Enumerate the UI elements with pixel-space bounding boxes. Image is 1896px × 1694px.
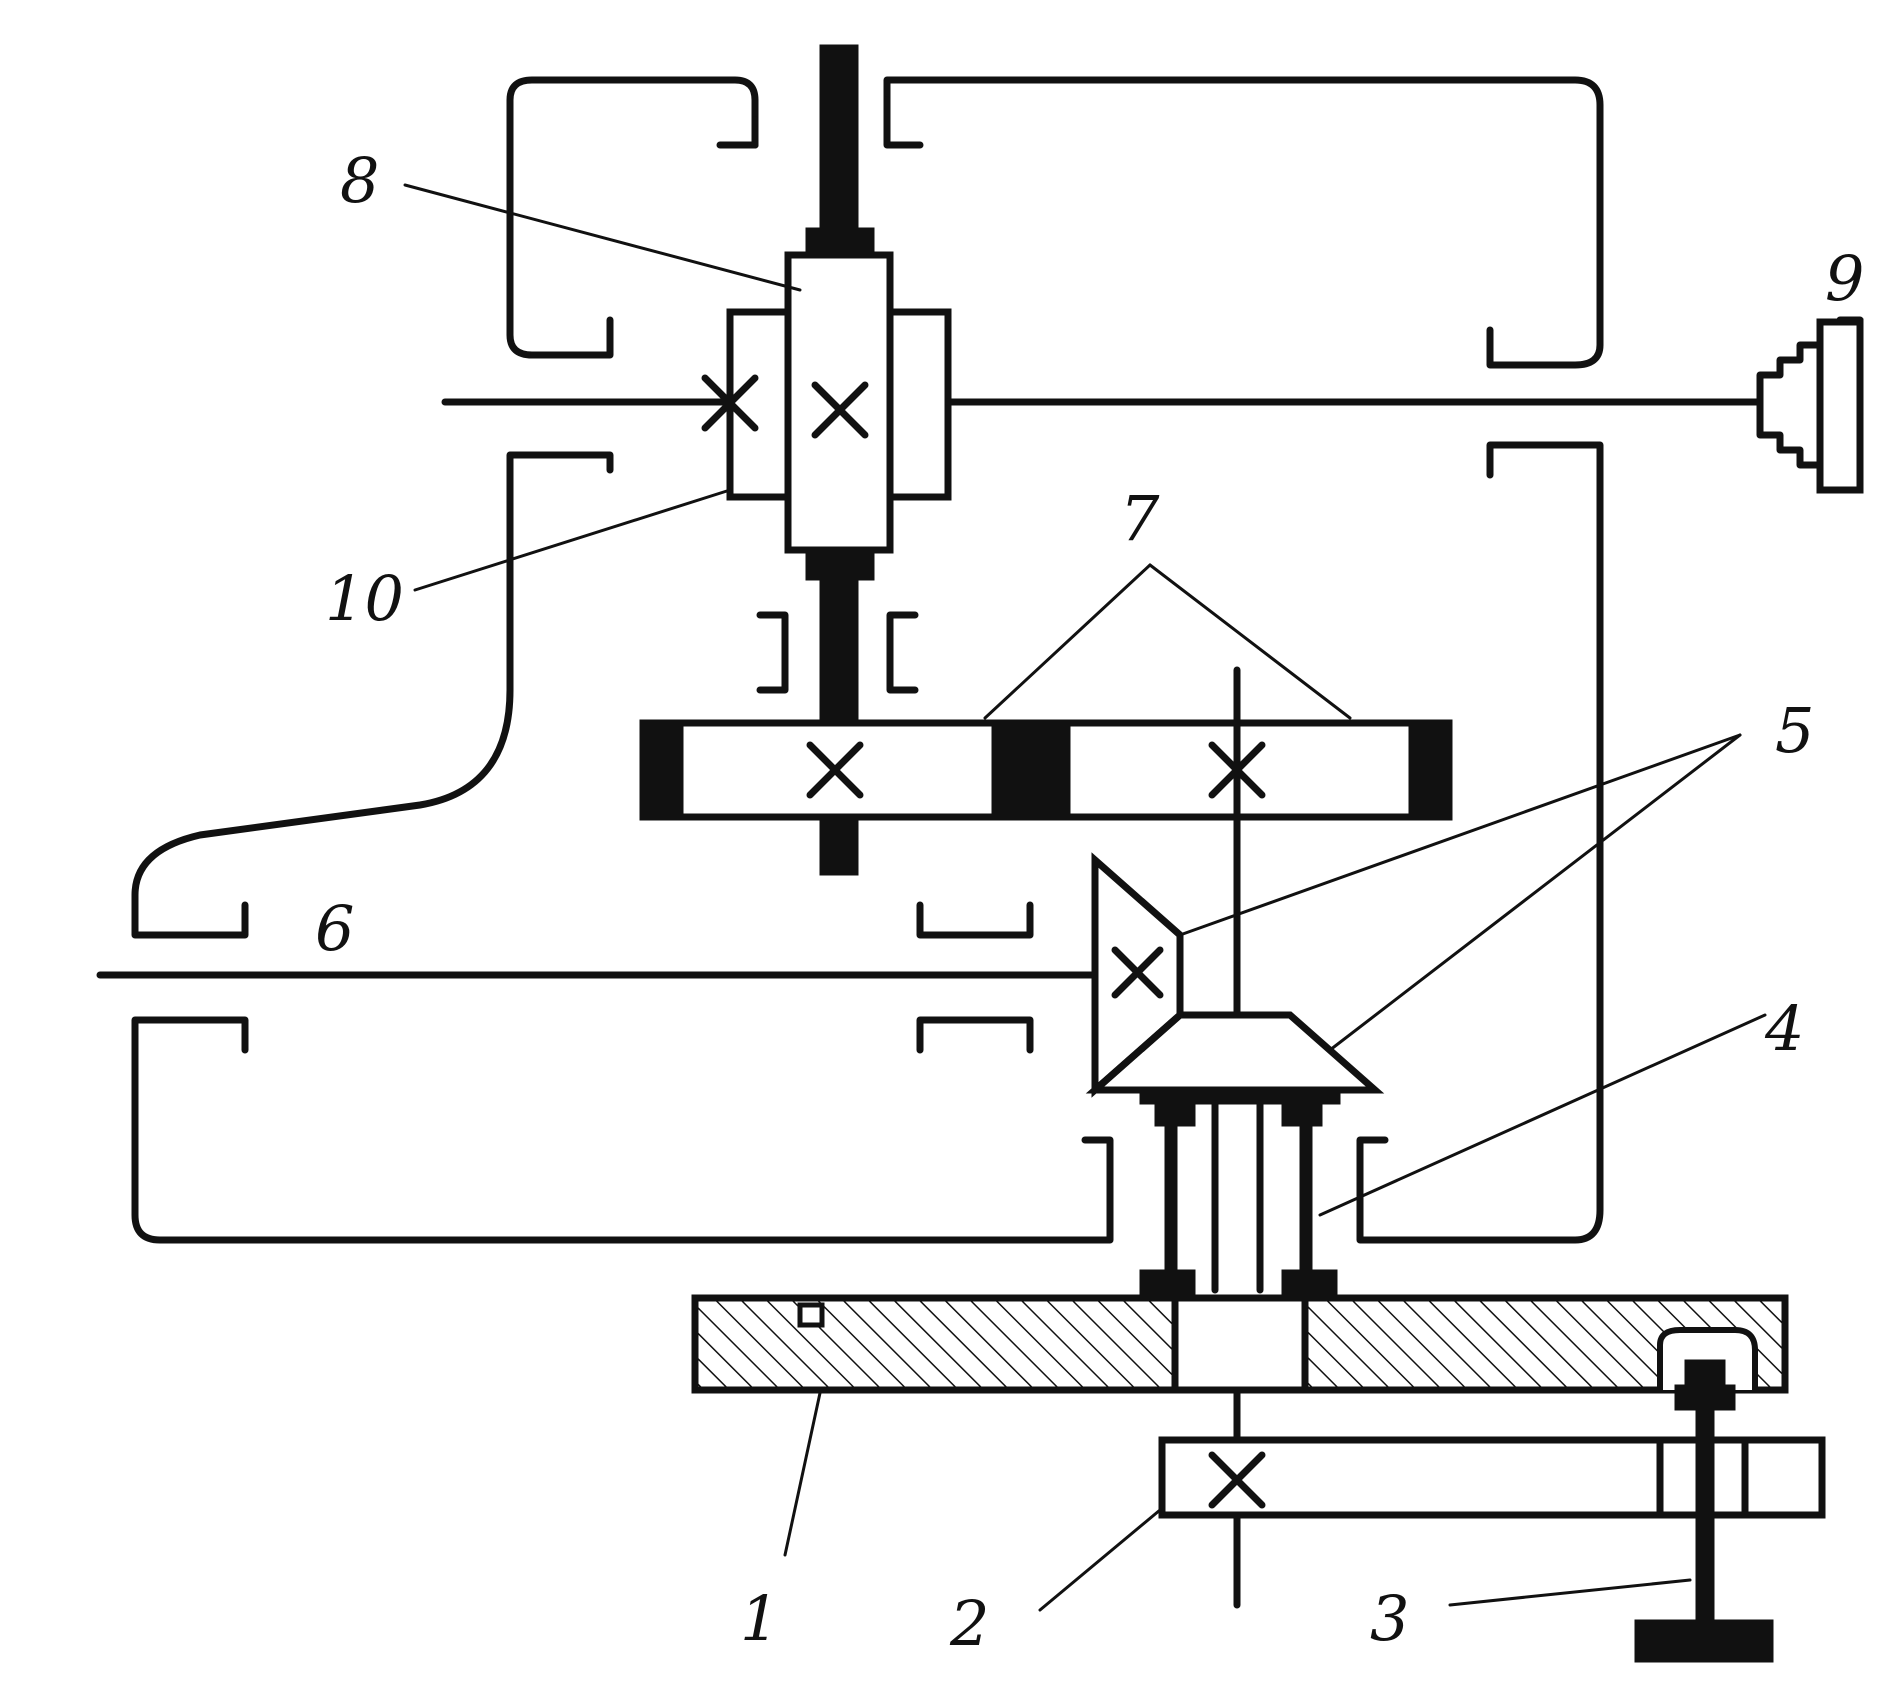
label-1: 1 bbox=[740, 1582, 779, 1655]
gear-pair-7 bbox=[639, 719, 1453, 821]
stepped-pulley-9 bbox=[1756, 316, 1864, 494]
label-6: 6 bbox=[315, 892, 354, 965]
label-4: 4 bbox=[1764, 992, 1804, 1065]
label-10: 10 bbox=[325, 562, 404, 635]
leader-lines bbox=[403, 183, 1767, 1612]
label-3: 3 bbox=[1370, 1582, 1409, 1655]
spindle-shaft bbox=[784, 44, 894, 876]
label-5: 5 bbox=[1775, 694, 1814, 767]
housing bbox=[131, 76, 1604, 1244]
part-labels: 8 9 10 7 5 6 4 1 2 3 bbox=[315, 144, 1864, 1660]
pulley-shaft bbox=[441, 374, 1764, 432]
label-2: 2 bbox=[949, 1587, 989, 1660]
label-9: 9 bbox=[1825, 242, 1864, 315]
label-7: 7 bbox=[1120, 482, 1160, 555]
label-8: 8 bbox=[340, 144, 379, 217]
gear-10 bbox=[726, 308, 952, 501]
gear-2 bbox=[1158, 1386, 1826, 1609]
bevel-gears-5 bbox=[1085, 852, 1385, 1098]
sleeve-4 bbox=[1139, 1089, 1341, 1301]
vertical-drive-shaft bbox=[1208, 666, 1266, 1019]
handwheel-3 bbox=[1634, 1359, 1774, 1663]
table-1 bbox=[691, 1294, 1789, 1394]
